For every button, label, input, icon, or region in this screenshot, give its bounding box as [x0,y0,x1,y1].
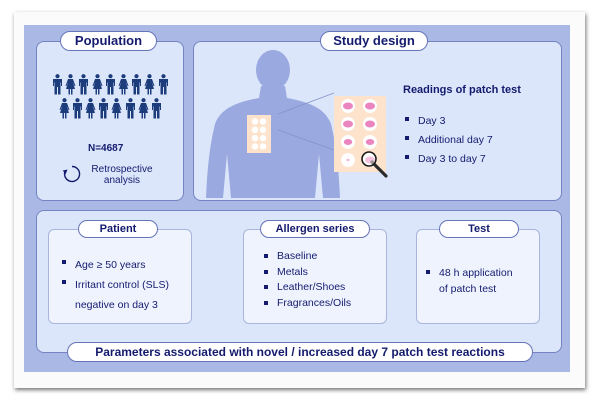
female-person-icon [92,74,103,95]
list-item: 48 h application [426,265,513,281]
male-person-icon [125,98,135,119]
male-person-icon [99,98,109,119]
female-person-icon [85,98,96,119]
zoom-lines [277,92,335,151]
patch-chamber [363,117,377,131]
female-person-icon [138,98,149,119]
refresh-cycle-icon [62,165,81,183]
male-person-icon [53,74,62,95]
list-item: Metals [264,265,351,281]
male-person-icon [132,74,142,95]
female-person-icon [65,74,76,95]
human-silhouette-icon [206,50,340,198]
readings-title: Readings of patch test [403,84,521,96]
reaction-mark [346,158,350,162]
population-people-icons [52,74,172,120]
reaction-mark [365,139,375,145]
population-n-label: N=4687 [88,143,124,154]
patch-background [247,115,271,153]
patch-chamber [251,134,259,142]
study-design-title: Study design [320,31,428,51]
patch-chamber [259,143,267,150]
reaction-mark [343,139,353,145]
method-line-2: analysis [103,175,141,186]
allergen-panel [243,229,387,324]
female-person-icon [59,98,70,119]
male-person-icon [152,98,161,119]
list-item-continuation: of patch test [439,283,497,295]
list-item-continuation: negative on day 3 [75,299,158,311]
reaction-mark [343,120,353,128]
population-title: Population [60,31,157,51]
allergen-title: Allergen series [260,220,370,238]
list-item: Day 3 [405,112,493,131]
patch-chamber [341,117,355,131]
list-item: Additional day 7 [405,131,493,150]
patch-chamber [363,99,377,113]
reaction-mark [343,102,353,110]
reaction-mark [365,120,375,128]
test-title: Test [439,220,519,238]
patch-chamber [251,126,259,133]
parameters-title: Parameters associated with novel / incre… [67,342,533,362]
test-panel [416,229,540,324]
patch-chamber [259,134,267,142]
reaction-mark [365,102,375,110]
patch-chamber [341,99,355,113]
female-person-icon [144,74,155,95]
population-panel [36,41,184,201]
patch-chamber [251,118,259,125]
list-item: Day 3 to day 7 [405,150,493,169]
list-item: Irritant control (SLS) [62,275,169,295]
list-item: Fragrances/Oils [264,296,351,312]
small-patch-on-back [247,115,271,153]
list-item: Baseline [264,249,351,265]
patch-chamber [363,135,377,149]
test-list: 48 h application of patch test [426,265,513,297]
male-person-icon [72,98,82,119]
patch-chamber [251,143,259,150]
male-person-icon [79,74,89,95]
patient-title: Patient [78,220,158,238]
list-item: Leather/Shoes [264,280,351,296]
patch-chamber [341,135,355,149]
patch-chamber [259,126,267,133]
magnifier-icon [361,151,388,178]
method-line-1: Retrospective [91,164,153,175]
male-person-icon [158,74,168,95]
population-method: Retrospective analysis [82,164,162,186]
female-person-icon [118,74,129,95]
list-item: Age ≥ 50 years [62,255,169,275]
female-person-icon [111,98,122,119]
patch-chamber [341,153,355,167]
male-person-icon [105,74,115,95]
patch-chamber [259,118,267,125]
